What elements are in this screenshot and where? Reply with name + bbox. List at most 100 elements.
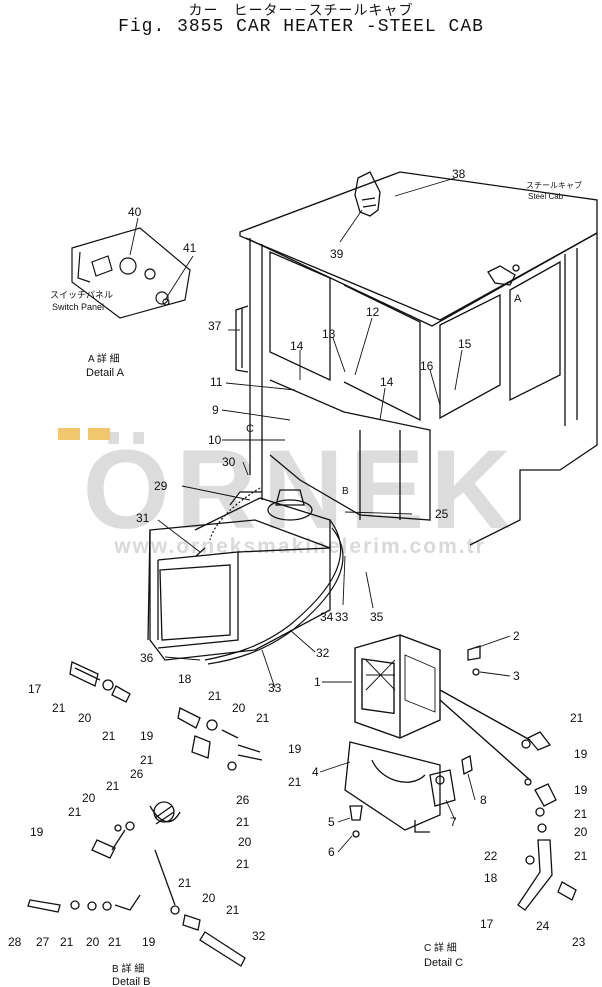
callout-14: 14 [290,339,304,353]
callout-37: 37 [208,319,222,333]
detail-b-caption-jp: B 詳 細 [112,962,144,975]
callout-24: 24 [536,919,550,933]
callout-21: 21 [178,876,192,890]
callout-11: 11 [210,375,223,389]
reference-mark-a: A [514,293,522,305]
callout-19: 19 [288,742,302,756]
callout-21: 21 [236,815,250,829]
callout-1: 1 [314,675,321,689]
watermark: ÖRNEK www.orneksmakinelerim.com.tr [58,427,511,558]
callout-19: 19 [30,825,44,839]
callout-20: 20 [202,891,216,905]
callout-21: 21 [52,701,66,715]
callout-21: 21 [106,779,120,793]
callout-15: 15 [458,337,472,351]
callout-19: 19 [142,935,156,949]
reference-mark-b: B [342,486,349,497]
callout-21: 21 [256,711,270,725]
hoses [195,487,344,665]
callout-13: 13 [322,327,336,341]
callout-5: 5 [328,815,335,829]
callout-31: 31 [136,511,150,525]
detail-c-fittings [349,645,577,911]
detail-c-caption: Detail C [424,957,463,969]
detail-a-caption: Detail A [86,367,125,379]
callout-21: 21 [574,807,588,821]
watermark-accent-right [88,428,110,440]
callout-41: 41 [183,241,197,255]
steel-cab [235,171,598,546]
callout-19: 19 [574,783,588,797]
callout-21: 21 [574,849,588,863]
callout-21: 21 [102,729,116,743]
callout-23: 23 [572,935,586,949]
callout-21: 21 [60,935,74,949]
detail-b-caption: Detail B [112,976,151,987]
steel-cab-label: Steel Cab [528,192,564,201]
callout-21: 21 [288,775,302,789]
figure-title: Fig. 3855 CAR HEATER -STEEL CAB [118,17,484,37]
callout-17: 17 [28,682,42,696]
callout-20: 20 [238,835,252,849]
switch-panel-label: Switch Panel [52,302,104,312]
callout-40: 40 [128,205,142,219]
callout-21: 21 [68,805,82,819]
detail-b-fittings [27,661,263,967]
watermark-site: www.orneksmakinelerim.com.tr [113,535,486,558]
callout-32: 32 [252,929,266,943]
callout-33: 33 [335,610,349,624]
callout-32: 32 [316,646,330,660]
callout-35: 35 [370,610,384,624]
mount-bracket [344,741,456,833]
watermark-accent-left [58,428,80,440]
callout-26: 26 [236,793,250,807]
callout-25: 25 [435,507,449,521]
steel-cab-label-jp: スチールキャブ [526,180,582,190]
callout-3: 3 [513,669,520,683]
callout-34: 34 [320,610,334,624]
callout-18: 18 [178,672,192,686]
callout-29: 29 [154,479,168,493]
callout-36: 36 [140,651,154,665]
callout-33: 33 [268,681,282,695]
leader-lines [129,177,511,853]
callout-17: 17 [480,917,494,931]
callout-27: 27 [36,935,50,949]
callout-28: 28 [8,935,22,949]
callout-39: 39 [330,247,344,261]
callout-12: 12 [366,305,380,319]
captions: スイッチパネル Switch Panel スチールキャブ Steel Cab A… [50,180,582,987]
switch-panel-label-jp: スイッチパネル [50,290,113,300]
detail-c-caption-jp: C 詳 細 [424,941,457,954]
callout-19: 19 [140,729,154,743]
callout-4: 4 [312,765,319,779]
callout-20: 20 [574,825,588,839]
callout-21: 21 [140,753,154,767]
reference-mark-c: C [246,423,254,435]
callout-21: 21 [226,903,240,917]
callout-16: 16 [420,359,434,373]
callout-30: 30 [222,455,236,469]
callout-14: 14 [380,375,394,389]
callout-38: 38 [452,167,466,181]
callout-2: 2 [513,629,520,643]
callout-20: 20 [86,935,100,949]
callout-21: 21 [236,857,250,871]
callout-8: 8 [480,793,487,807]
callout-19: 19 [574,747,588,761]
callout-9: 9 [212,403,219,417]
callout-10: 10 [208,433,222,447]
callout-20: 20 [82,791,96,805]
callout-26: 26 [130,767,144,781]
callout-6: 6 [328,845,335,859]
callout-20: 20 [232,701,246,715]
switch-panel [71,227,191,319]
callout-21: 21 [208,689,222,703]
title-japanese: カー ヒーター－スチールキャブ [188,3,414,19]
callout-7: 7 [450,815,457,829]
callout-22: 22 [484,849,498,863]
callouts: 38 39 40 41 37 13 12 14 14 16 15 11 9 10… [8,167,588,949]
detail-a-caption-jp: A 詳 細 [88,352,120,365]
callout-18: 18 [484,871,498,885]
